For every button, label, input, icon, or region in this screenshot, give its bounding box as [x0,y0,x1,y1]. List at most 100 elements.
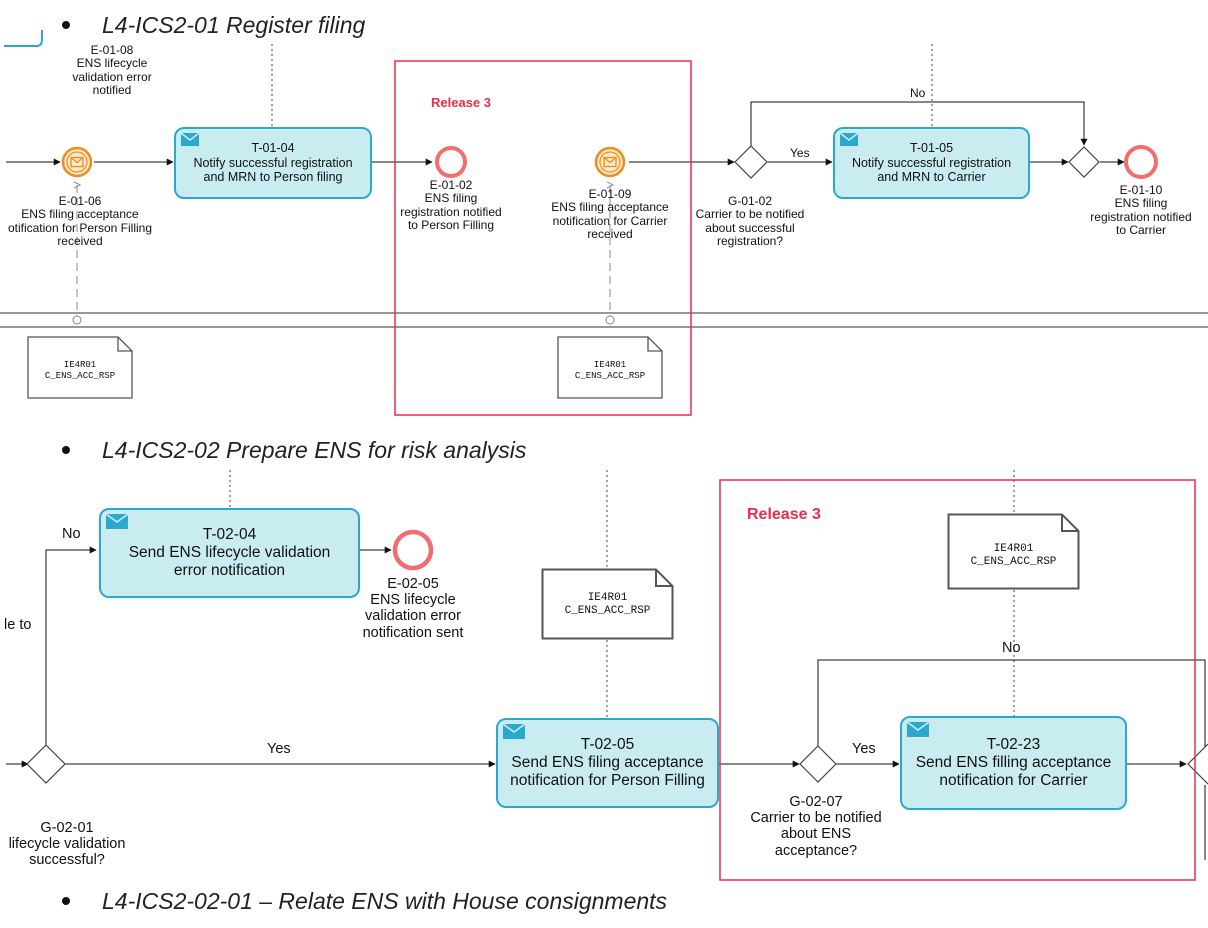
flow-label-no: No [910,86,926,100]
release-box [394,60,692,416]
label-line: about successful [705,220,795,235]
end-event [1124,145,1158,179]
document-icon [947,513,1080,590]
label-line: E-02-05 [387,576,439,592]
message-flow-origin [72,315,82,325]
label-line: registration notified [400,204,502,219]
document-icon [541,568,674,640]
task-name-line: and MRN to Person filing [203,170,343,185]
document-icon [27,336,133,399]
gateway [26,744,66,784]
doc-line: IE4R01 [63,360,97,370]
gateway [734,145,768,179]
sequence-flow-no [750,101,1088,148]
label-line: acceptance? [774,842,858,859]
heading-text: L4-ICS2-02-01 – Relate ENS with House co… [102,888,668,914]
label-line: registration notified [1090,209,1192,224]
document-icon [557,336,663,399]
release-label: Release 3 [431,95,491,110]
flow-label-yes: Yes [852,741,876,757]
label-line: ENS lifecycle [370,592,456,609]
data-object: IE4R01 C_ENS_ACC_RSP [947,513,1080,590]
label-line: E-01-10 [1119,183,1163,197]
task-id: T-02-04 [202,526,257,544]
envelope-icon [181,133,199,146]
task-id: T-02-05 [580,736,635,754]
gateway [799,745,837,783]
task-t-02-23[interactable]: T-02-23 Send ENS filling acceptance noti… [900,716,1127,810]
sequence-flow-no [817,659,1206,750]
label-line: registration? [716,234,784,249]
label-line: Carrier to be notified [750,810,882,827]
task-name-line: notification for Person Filling [510,771,705,789]
label-line: lifecycle validation [8,836,126,853]
label-line: E-01-02 [429,178,473,192]
end-event [435,146,467,178]
doc-line: IE4R01 [587,592,628,604]
event-label-e-01-02: E-01-02 ENS filing registration notified… [386,178,516,233]
envelope-icon [106,514,128,529]
gateway [1068,146,1100,178]
task-name-line: Send ENS filing acceptance [511,754,704,772]
label-line: about ENS [780,826,852,843]
partial-shape-top-left [4,30,43,47]
release-label: Release 3 [747,506,821,523]
event-label-e-01-10: E-01-10 ENS filing registration notified… [1076,183,1206,238]
doc-line: IE4R01 [593,360,627,370]
task-name-line: error notification [173,561,286,579]
bullet-icon [62,896,70,905]
task-t-02-04[interactable]: T-02-04 Send ENS lifecycle validation er… [99,508,360,598]
label-line: validation error [72,69,152,84]
flow-label-yes: Yes [267,741,291,757]
sequence-flow-no [45,546,97,748]
label-line: validation error [365,608,461,625]
task-t-01-04[interactable]: T-01-04 Notify successful registration a… [174,127,372,199]
release-box [719,479,1196,881]
bullet-icon [62,20,70,29]
task-id: T-02-23 [986,736,1041,754]
label-line: E-01-06 [58,194,102,208]
data-object: IE4R01 C_ENS_ACC_RSP [557,336,663,399]
flow-label-yes: Yes [790,146,810,160]
flow-label-no: No [1002,640,1021,656]
message-start-event [61,146,93,178]
label-line: G-02-01 [40,820,94,836]
label-line: ENS filing acceptance [21,207,139,222]
doc-line: C_ENS_ACC_RSP [564,605,651,618]
doc-line: C_ENS_ACC_RSP [44,370,116,381]
gateway-label-g-01-02: G-01-02 Carrier to be notified about suc… [680,194,820,249]
label-line: ENS lifecycle [76,56,148,71]
label-line: notified [92,83,132,98]
gateway-label-g-02-01: G-02-01 lifecycle validation successful? [0,820,142,869]
task-id: T-01-05 [909,141,954,156]
label-line: E-01-09 [588,187,632,201]
section-heading: L4-ICS2-02-01 – Relate ENS with House co… [62,888,667,915]
partial-label: le to [4,617,32,633]
label-line: G-02-07 [789,794,843,810]
heading-text: L4-ICS2-01 Register filing [102,12,366,38]
task-t-01-05[interactable]: T-01-05 Notify successful registration a… [833,127,1030,199]
task-name-line: and MRN to Carrier [877,170,986,185]
event-label-e-01-06: E-01-06 ENS filing acceptance otificatio… [0,194,168,249]
label-line: Carrier to be notified [695,207,805,222]
label-line: received [57,234,103,249]
task-name-line: Send ENS filling acceptance [915,754,1112,772]
label-line: E-01-08 [90,43,134,57]
data-object: IE4R01 C_ENS_ACC_RSP [541,568,674,640]
section-heading: L4-ICS2-01 Register filing [62,12,365,39]
task-name-line: notification for Carrier [939,771,1088,789]
gateway-label-g-02-07: G-02-07 Carrier to be notified about ENS… [728,794,904,859]
label-line: notification sent [362,624,464,641]
label-line: to Person Filling [407,218,495,233]
envelope-icon [907,722,929,737]
section-heading: L4-ICS2-02 Prepare ENS for risk analysis [62,437,526,464]
doc-line: C_ENS_ACC_RSP [970,556,1057,569]
data-object: IE4R01 C_ENS_ACC_RSP [27,336,133,399]
label-line: G-01-02 [727,194,773,208]
event-label-e-02-05: E-02-05 ENS lifecycle validation error n… [343,576,483,641]
task-t-02-05[interactable]: T-02-05 Send ENS filing acceptance notif… [496,718,719,808]
label-line: received [587,227,633,242]
task-name-line: Notify successful registration [193,155,353,170]
doc-line: IE4R01 [993,543,1034,555]
